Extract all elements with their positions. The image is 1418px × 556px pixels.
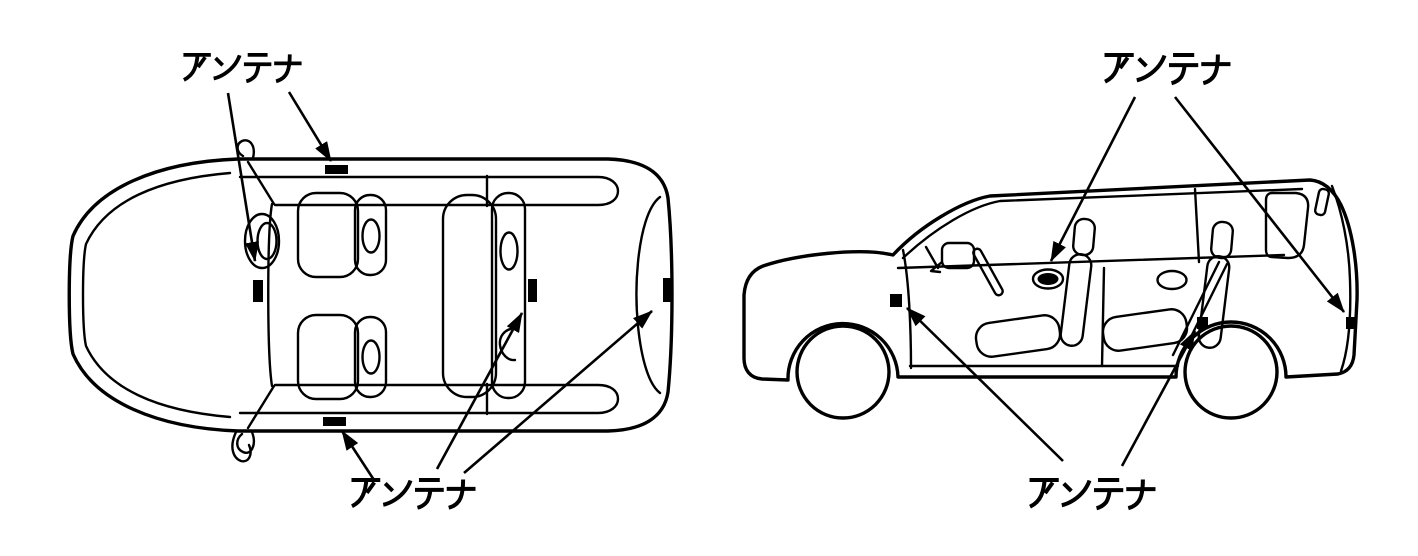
rear-seat-back bbox=[1197, 255, 1231, 349]
antenna-arrow bbox=[1049, 96, 1137, 262]
antenna-marker-luggage-room bbox=[528, 279, 537, 302]
roof-inner-line bbox=[901, 187, 1304, 260]
mirror-bottom bbox=[231, 430, 256, 463]
passenger-seat-back bbox=[353, 315, 388, 399]
bench-cushion bbox=[441, 193, 498, 399]
rear-glass bbox=[635, 195, 662, 395]
antenna-marker-back-door bbox=[1346, 317, 1357, 329]
antenna-marker-roof-side-lower bbox=[323, 417, 346, 426]
quarter-window bbox=[1264, 191, 1310, 260]
front-wheel bbox=[795, 324, 891, 420]
antenna-arrow bbox=[435, 312, 524, 470]
a-pillar-bottom bbox=[246, 384, 276, 430]
passenger-headrest bbox=[361, 339, 381, 375]
bench-back bbox=[490, 191, 527, 400]
bench-headrest bbox=[499, 231, 519, 271]
body-outline bbox=[67, 157, 674, 433]
passenger-seat-cushion bbox=[296, 313, 360, 401]
side-mirror bbox=[940, 241, 976, 270]
driver-seat-cushion bbox=[296, 191, 360, 279]
rear-wheel bbox=[1183, 324, 1279, 420]
side-view-annotations bbox=[890, 55, 1357, 509]
antenna-marker-front-door-lower bbox=[890, 294, 902, 307]
mirror-top bbox=[236, 139, 255, 160]
back-door-seam bbox=[1330, 184, 1352, 373]
rear-headrest bbox=[1210, 220, 1234, 260]
tail-lamp bbox=[1313, 187, 1331, 217]
antenna-label bbox=[349, 477, 478, 510]
front-headrest bbox=[1072, 217, 1096, 257]
front-door-handle bbox=[1031, 268, 1065, 290]
antenna-marker-rear-bumper bbox=[663, 278, 673, 302]
antenna-arrow bbox=[463, 310, 653, 474]
wiper-blade bbox=[972, 247, 1004, 297]
antenna-arrow bbox=[287, 91, 333, 162]
front-seat-back bbox=[1059, 253, 1093, 347]
steering-wheel-hub bbox=[256, 221, 278, 261]
antenna-arrow bbox=[906, 307, 1064, 462]
antenna-arrow bbox=[340, 430, 376, 481]
door-seam bbox=[1100, 266, 1106, 368]
driver-headrest bbox=[361, 218, 381, 254]
driver-seat-back bbox=[353, 193, 388, 277]
antenna-arrow bbox=[1120, 330, 1197, 467]
antenna-marker-instrument-panel bbox=[253, 280, 263, 302]
antenna-label bbox=[1030, 480, 1156, 509]
steering-wheel bbox=[243, 212, 281, 270]
c-pillar bbox=[1193, 187, 1201, 264]
window-band-top bbox=[238, 175, 620, 207]
antenna-marker-front-door-handle bbox=[1037, 273, 1059, 285]
rear-seat-cushion bbox=[1101, 308, 1189, 352]
top-view-annotations bbox=[181, 52, 673, 510]
antenna-label bbox=[181, 52, 304, 84]
front-seat-cushion bbox=[974, 314, 1062, 358]
antenna-arrow bbox=[1173, 96, 1346, 313]
antenna-marker-rear-door-lower bbox=[1197, 317, 1208, 329]
antenna-arrow bbox=[226, 92, 259, 262]
rear-door-handle bbox=[1156, 269, 1188, 291]
antenna-label bbox=[1105, 55, 1231, 84]
top-view-car bbox=[67, 139, 674, 463]
front-door-edge bbox=[901, 248, 913, 370]
windshield-base bbox=[267, 202, 274, 388]
a-pillar-inner bbox=[924, 245, 940, 270]
mirror-base bbox=[929, 260, 944, 274]
window-band-bottom bbox=[238, 383, 620, 415]
side-view-car bbox=[742, 178, 1359, 420]
bench-latch bbox=[498, 326, 517, 362]
a-pillar-top bbox=[246, 160, 276, 206]
antenna-marker-roof-side-upper bbox=[325, 165, 348, 174]
hood-seam bbox=[81, 171, 232, 419]
